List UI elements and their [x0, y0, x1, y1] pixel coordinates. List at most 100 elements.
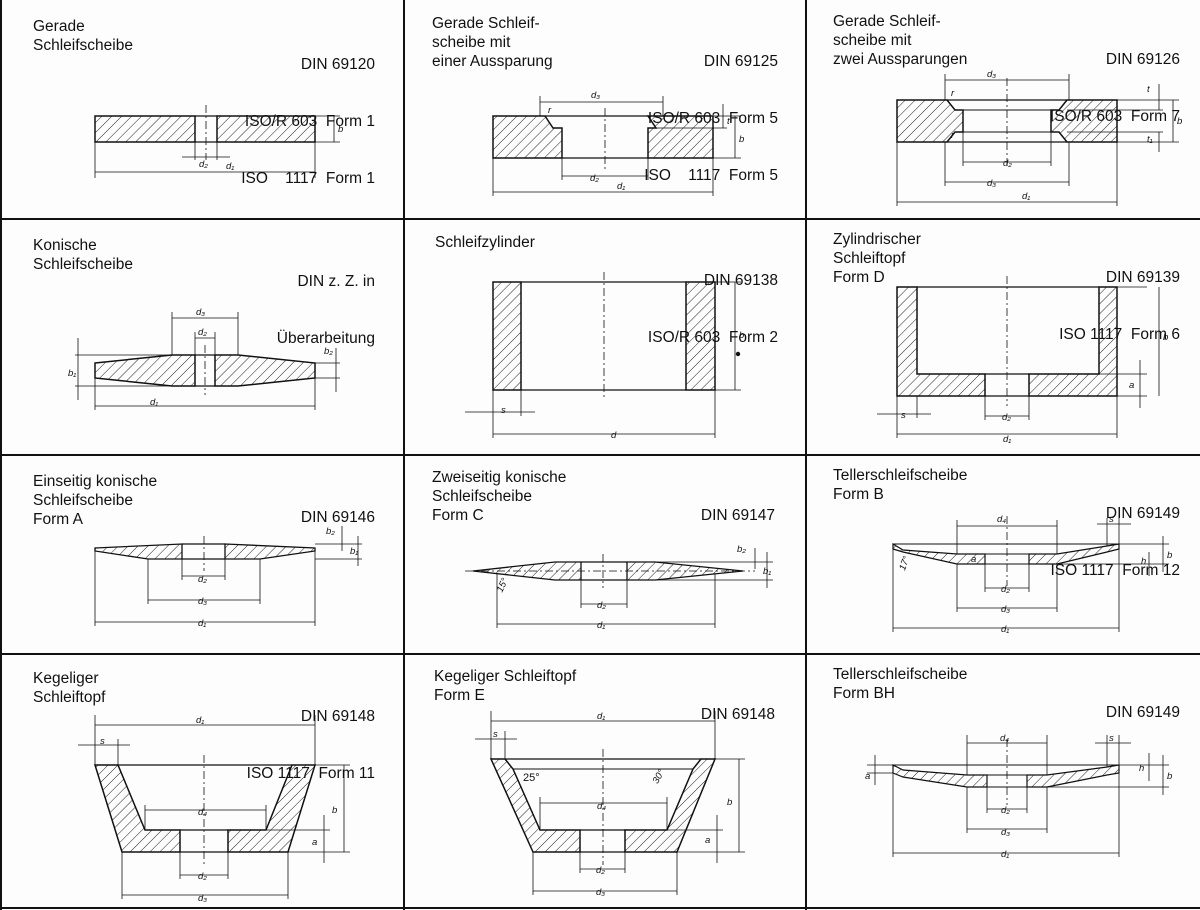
dim-d1: d₁: [1001, 849, 1009, 860]
standard-line: DIN 69139: [1105, 269, 1180, 286]
standard-line: DIN 69125: [703, 53, 778, 70]
cup-section-left: [489, 758, 581, 853]
title-line: Schleifzylinder: [435, 234, 535, 251]
dim-d1: d₁: [226, 161, 234, 172]
dim-b: b: [739, 330, 744, 341]
cell-schleifzylinder: Schleifzylinder DIN 69138 ISO/R 603 Form…: [405, 220, 805, 454]
dim-d2: d₂: [198, 871, 207, 882]
conical-cup-e-drawing: d₁ s 25° 30° d₄ d₂ d₃ b a: [475, 711, 745, 898]
cell-konische-schleifscheibe: Konische Schleifscheibe DIN z. Z. in Übe…: [0, 220, 403, 454]
cell-title: Zweiseitig konische Schleifscheibe Form …: [432, 468, 566, 525]
dim-d3-bottom: d₃: [987, 178, 996, 189]
dim-d2: d₂: [1001, 805, 1010, 816]
cell-title: Gerade Schleif- scheibe mit zwei Ausspar…: [833, 12, 967, 69]
title-line: Einseitig konische: [33, 473, 158, 490]
dim-d2: d₂: [1002, 412, 1011, 423]
grid-line-horizontal-3: [0, 653, 1200, 655]
title-line: Gerade: [33, 18, 85, 35]
dim-d1: d₁: [597, 620, 605, 631]
cell-title: Einseitig konische Schleifscheibe Form A: [33, 472, 157, 529]
cell-title: Gerade Schleifscheibe: [33, 17, 133, 55]
dim-b: b: [727, 797, 732, 808]
standard-line: Überarbeitung: [276, 330, 375, 347]
cell-title: Zylindrischer Schleiftopf Form D: [833, 230, 921, 287]
double-recess-wheel-drawing: d₃ r r d₂ d₃ d₁ t t₁ b: [896, 69, 1182, 206]
dim-d4: d₄: [997, 514, 1006, 525]
dim-s: s: [100, 736, 105, 747]
title-line: zwei Aussparungen: [833, 51, 968, 68]
title-line: Schleifscheibe: [432, 488, 532, 505]
grid-line-left-edge: [0, 0, 2, 910]
title-line: Form C: [432, 507, 484, 524]
dim-d1: d₁: [597, 711, 605, 722]
single-recess-wheel-drawing: d₃ r d₂ d₁ t b: [492, 90, 744, 196]
dim-d2: d₂: [597, 600, 606, 611]
title-line: Form BH: [833, 685, 895, 702]
cup-section-right: [227, 764, 317, 853]
grinding-cylinder-drawing: b s d: [465, 272, 744, 441]
standard-line: DIN 69146: [300, 509, 375, 526]
dim-b1: b₁: [68, 368, 76, 379]
dim-b2: b₂: [737, 544, 746, 555]
cell-standards: DIN z. Z. in Überarbeitung: [277, 234, 375, 386]
cell-einseitig-konisch: Einseitig konische Schleifscheibe Form A…: [0, 456, 403, 653]
dim-b2: b₂: [324, 346, 333, 357]
dim-b1: b₁: [350, 546, 358, 557]
cell-title: Gerade Schleif- scheibe mit einer Ausspa…: [432, 14, 553, 71]
title-line: Schleifscheibe: [33, 492, 133, 509]
dish-section-right: [1028, 543, 1120, 565]
dim-s: s: [1109, 733, 1114, 744]
conical-cup-drawing: d₁ s d₄ d₂ d₃ b a: [78, 715, 350, 904]
title-line: einer Aussparung: [432, 53, 553, 70]
standard-line: ISO 1117 Form 1: [241, 170, 375, 187]
wheel-section-right: [224, 543, 316, 560]
double-side-conical-wheel-drawing: 15° d₂ d₁ b₂ b₁: [465, 544, 773, 631]
cell-tellerschleifscheibe-bh: Tellerschleifscheibe Form BH DIN 69149 d…: [807, 655, 1200, 907]
title-line: Tellerschleifscheibe: [833, 467, 968, 484]
standard-line: DIN 69120: [300, 56, 375, 73]
standard-line: DIN 69148: [700, 706, 775, 723]
cup-section-right: [1028, 286, 1118, 397]
dim-b: b: [1163, 332, 1168, 343]
standard-line: DIN z. Z. in: [297, 273, 375, 290]
dim-d3-top: d₃: [987, 69, 996, 80]
dim-r-top: r: [951, 88, 955, 99]
cell-standards: DIN 69147: [701, 468, 775, 563]
title-line: Schleifscheibe: [33, 256, 133, 273]
cup-section-left: [93, 764, 181, 853]
cell-title: Konische Schleifscheibe: [33, 236, 133, 274]
standard-line: DIN 69126: [1105, 51, 1180, 68]
dim-d3: d₃: [196, 307, 205, 318]
dim-d3: d₃: [1001, 827, 1010, 838]
dim-r: r: [548, 105, 552, 116]
title-line: Zweiseitig konische: [432, 469, 567, 486]
dim-b2: b₂: [326, 526, 335, 537]
dim-d4: d₄: [1000, 733, 1009, 744]
wheel-section-right: [646, 115, 714, 159]
standard-line: DIN 69149: [1105, 704, 1180, 721]
cylinder-wall-right: [685, 281, 716, 391]
cell-title: Tellerschleifscheibe Form BH: [833, 665, 967, 703]
dim-b1: b₁: [763, 566, 771, 577]
dim-d2: d₂: [596, 865, 605, 876]
dim-d3: d₃: [591, 90, 600, 101]
cell-zylindrischer-schleiftopf: Zylindrischer Schleiftopf Form D DIN 691…: [807, 220, 1200, 454]
title-line: scheibe mit: [833, 32, 912, 49]
title-line: Form A: [33, 511, 83, 528]
wheel-section-right: [214, 354, 316, 387]
title-line: Gerade Schleif-: [833, 13, 941, 30]
cell-standards: DIN 69148: [701, 667, 775, 762]
wheel-section-left: [492, 115, 563, 159]
cell-title: Kegeliger Schleiftopf: [33, 669, 105, 707]
cell-einer-aussparung: Gerade Schleif- scheibe mit einer Ausspa…: [405, 0, 805, 218]
dim-angle-17: 17°: [897, 555, 912, 572]
dim-r-bottom: r: [951, 130, 955, 141]
dim-a: a: [1129, 380, 1134, 391]
dim-h: h: [1139, 763, 1144, 774]
cylinder-wall-left: [492, 281, 522, 391]
dim-d1: d₁: [1001, 624, 1009, 635]
dim-d2: d₂: [198, 327, 207, 338]
dim-d3: d₃: [1001, 604, 1010, 615]
wheel-section-right: [216, 115, 316, 143]
standard-line: ISO 1117 Form 5: [644, 167, 778, 184]
